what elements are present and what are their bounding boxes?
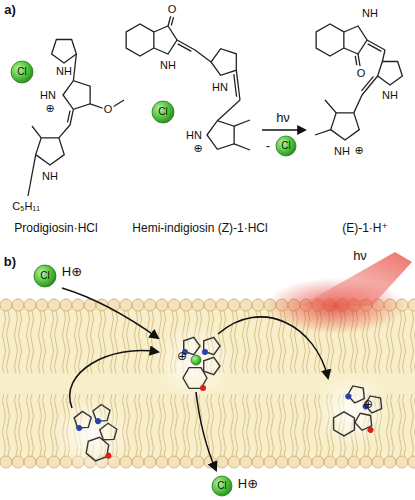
structure-label: H⊕	[61, 265, 83, 279]
transport-arrows	[62, 288, 328, 470]
structure-label: NH	[381, 90, 399, 102]
structure-label: NH	[333, 146, 351, 158]
structure-label: ⊕	[44, 103, 55, 115]
structure-label: HN	[185, 130, 203, 142]
ion-label: Cl	[157, 107, 168, 118]
ion-label: Cl	[280, 141, 291, 152]
molecule-icons	[54, 324, 390, 472]
structure-label: NH	[159, 60, 177, 72]
structure-label: HN	[211, 82, 229, 94]
structure-label: Hemi-indigiosin (Z)-1·HCl	[131, 222, 268, 235]
structure-label: NH	[41, 171, 59, 183]
structure-label: HN	[39, 90, 57, 102]
structure-label: ⊕	[176, 350, 188, 363]
chloride-balls	[11, 61, 296, 496]
structure-label: C₅H₁₁	[11, 201, 41, 213]
chemical-structures	[28, 15, 402, 196]
structure-label: NH	[361, 8, 379, 20]
structure-label: -	[265, 139, 271, 153]
structure-label: O	[356, 68, 367, 80]
structure-label: b)	[3, 255, 17, 269]
ion-label: Cl	[16, 67, 27, 78]
structure-label: a)	[3, 3, 17, 17]
ion-label: Cl	[39, 271, 50, 282]
structure-label: O	[103, 104, 114, 116]
ion-label: Cl	[216, 481, 227, 492]
structure-label: Prodigiosin·HCl	[13, 222, 98, 235]
structure-label: ⊕	[353, 145, 364, 157]
reaction-arrow	[262, 129, 305, 130]
structure-label: O	[167, 4, 178, 16]
structure-label: (E)-1·H⁺	[341, 222, 389, 235]
structure-label: hν	[275, 111, 291, 125]
structure-label: NH	[55, 66, 73, 78]
structure-label: H⊕	[237, 477, 259, 491]
structure-label: ⊕	[362, 398, 374, 411]
structure-label: ⊕	[192, 143, 203, 155]
structure-label: hν	[352, 249, 368, 263]
